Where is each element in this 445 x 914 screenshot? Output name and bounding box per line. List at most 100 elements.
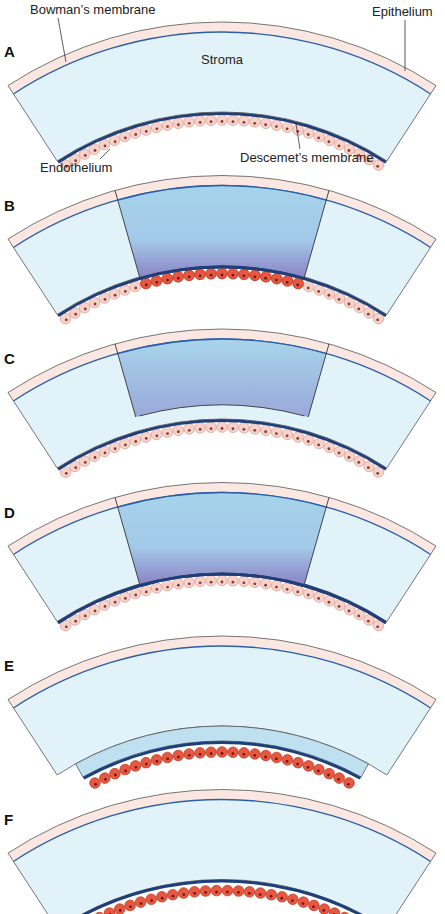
endothelial-cell	[195, 116, 206, 127]
endothelial-cell	[261, 425, 272, 436]
endothelial-cell	[211, 885, 222, 896]
cell-nucleus	[264, 277, 267, 280]
cell-nucleus	[188, 754, 191, 757]
endothelial-cell	[250, 270, 261, 281]
cell-nucleus	[317, 597, 320, 600]
panel-letter: B	[4, 198, 15, 213]
cell-nucleus	[134, 133, 137, 136]
endothelial-cell	[261, 271, 272, 282]
cell-nucleus	[177, 430, 180, 433]
bowman-membrane	[13, 32, 430, 94]
endothelial-cell	[239, 269, 250, 280]
endothelial-cell	[195, 269, 206, 280]
cell-nucleus	[114, 294, 117, 297]
endothelial-cell	[184, 117, 195, 128]
endothelium-layer	[60, 268, 384, 324]
cell-nucleus	[242, 428, 245, 431]
cell-nucleus	[242, 581, 245, 584]
cell-nucleus	[296, 437, 299, 440]
endothelial-cell	[104, 908, 115, 914]
endothelial-cell	[114, 904, 125, 914]
cell-nucleus	[221, 581, 224, 584]
endothelial-cell	[120, 764, 131, 775]
cell-nucleus	[232, 752, 235, 755]
endothelial-cell	[141, 125, 152, 136]
graft-descemet	[140, 266, 305, 280]
cell-nucleus	[275, 279, 278, 282]
cell-nucleus	[199, 581, 202, 584]
endothelial-cell	[293, 432, 304, 443]
endothelial-cell	[151, 583, 162, 594]
cell-nucleus	[199, 753, 202, 756]
endothelial-cell	[125, 900, 136, 911]
graft-edge	[308, 344, 329, 417]
endothelial-cell	[282, 276, 293, 287]
cell-nucleus	[376, 165, 379, 168]
cell-nucleus	[104, 298, 107, 301]
cell-nucleus	[286, 588, 289, 591]
endothelial-cell	[271, 752, 282, 763]
endothelial-cell	[217, 575, 228, 586]
endothelial-cell	[173, 118, 184, 129]
cell-nucleus	[232, 427, 235, 430]
endothelial-cell	[309, 900, 320, 911]
graft-edge	[115, 190, 140, 279]
endothelial-cell	[233, 886, 244, 897]
endothelial-cell	[99, 139, 110, 150]
cell-nucleus	[210, 274, 213, 277]
stroma-layer	[13, 646, 430, 775]
cell-nucleus	[248, 892, 251, 895]
endothelial-cell	[277, 891, 288, 902]
cell-nucleus	[296, 591, 299, 594]
cell-nucleus	[317, 444, 320, 447]
endothelial-cell	[261, 578, 272, 589]
cell-nucleus	[140, 902, 143, 905]
cell-nucleus	[317, 290, 320, 293]
cell-nucleus	[221, 752, 224, 755]
endothelial-cell	[89, 297, 100, 308]
cell-nucleus	[129, 905, 132, 908]
endothelial-cell	[324, 442, 335, 453]
endothelial-cell	[109, 596, 120, 607]
cell-nucleus	[155, 281, 158, 284]
cell-nucleus	[65, 625, 68, 628]
cell-nucleus	[328, 447, 331, 450]
endothelial-cell	[250, 117, 261, 128]
cell-nucleus	[199, 428, 202, 431]
cell-nucleus	[338, 145, 341, 148]
descemet-membrane	[57, 265, 387, 316]
endothelial-cell	[282, 122, 293, 133]
endothelial-cell	[344, 604, 355, 615]
endothelial-cell	[228, 422, 239, 433]
cell-nucleus	[204, 891, 207, 894]
endothelial-cell	[334, 293, 345, 304]
cell-nucleus	[291, 899, 294, 902]
stroma-layer	[13, 493, 430, 622]
cell-nucleus	[177, 756, 180, 759]
cell-nucleus	[296, 763, 299, 766]
panel-letter: D	[4, 505, 15, 520]
endothelial-cell	[206, 747, 217, 758]
endothelial-cell	[228, 575, 239, 586]
cell-nucleus	[296, 284, 299, 287]
endothelial-cell	[109, 289, 120, 300]
descemet-membrane	[57, 572, 387, 623]
endothelial-cell	[303, 588, 314, 599]
endothelial-cell	[250, 577, 261, 588]
endothelial-cell	[189, 886, 200, 897]
cell-nucleus	[253, 754, 256, 757]
cell-nucleus	[357, 461, 360, 464]
endothelial-cell	[334, 446, 345, 457]
cell-nucleus	[286, 434, 289, 437]
endothelial-cell	[100, 773, 111, 784]
cell-nucleus	[322, 909, 325, 912]
cell-nucleus	[84, 308, 87, 311]
endothelial-cell	[173, 750, 184, 761]
endothelium-label: Endothelium	[40, 160, 112, 175]
endothelial-cell	[261, 118, 272, 129]
cell-nucleus	[210, 752, 213, 755]
endothelial-cell	[130, 281, 141, 292]
endothelial-cell	[109, 135, 120, 146]
endothelial-cell	[261, 271, 272, 282]
